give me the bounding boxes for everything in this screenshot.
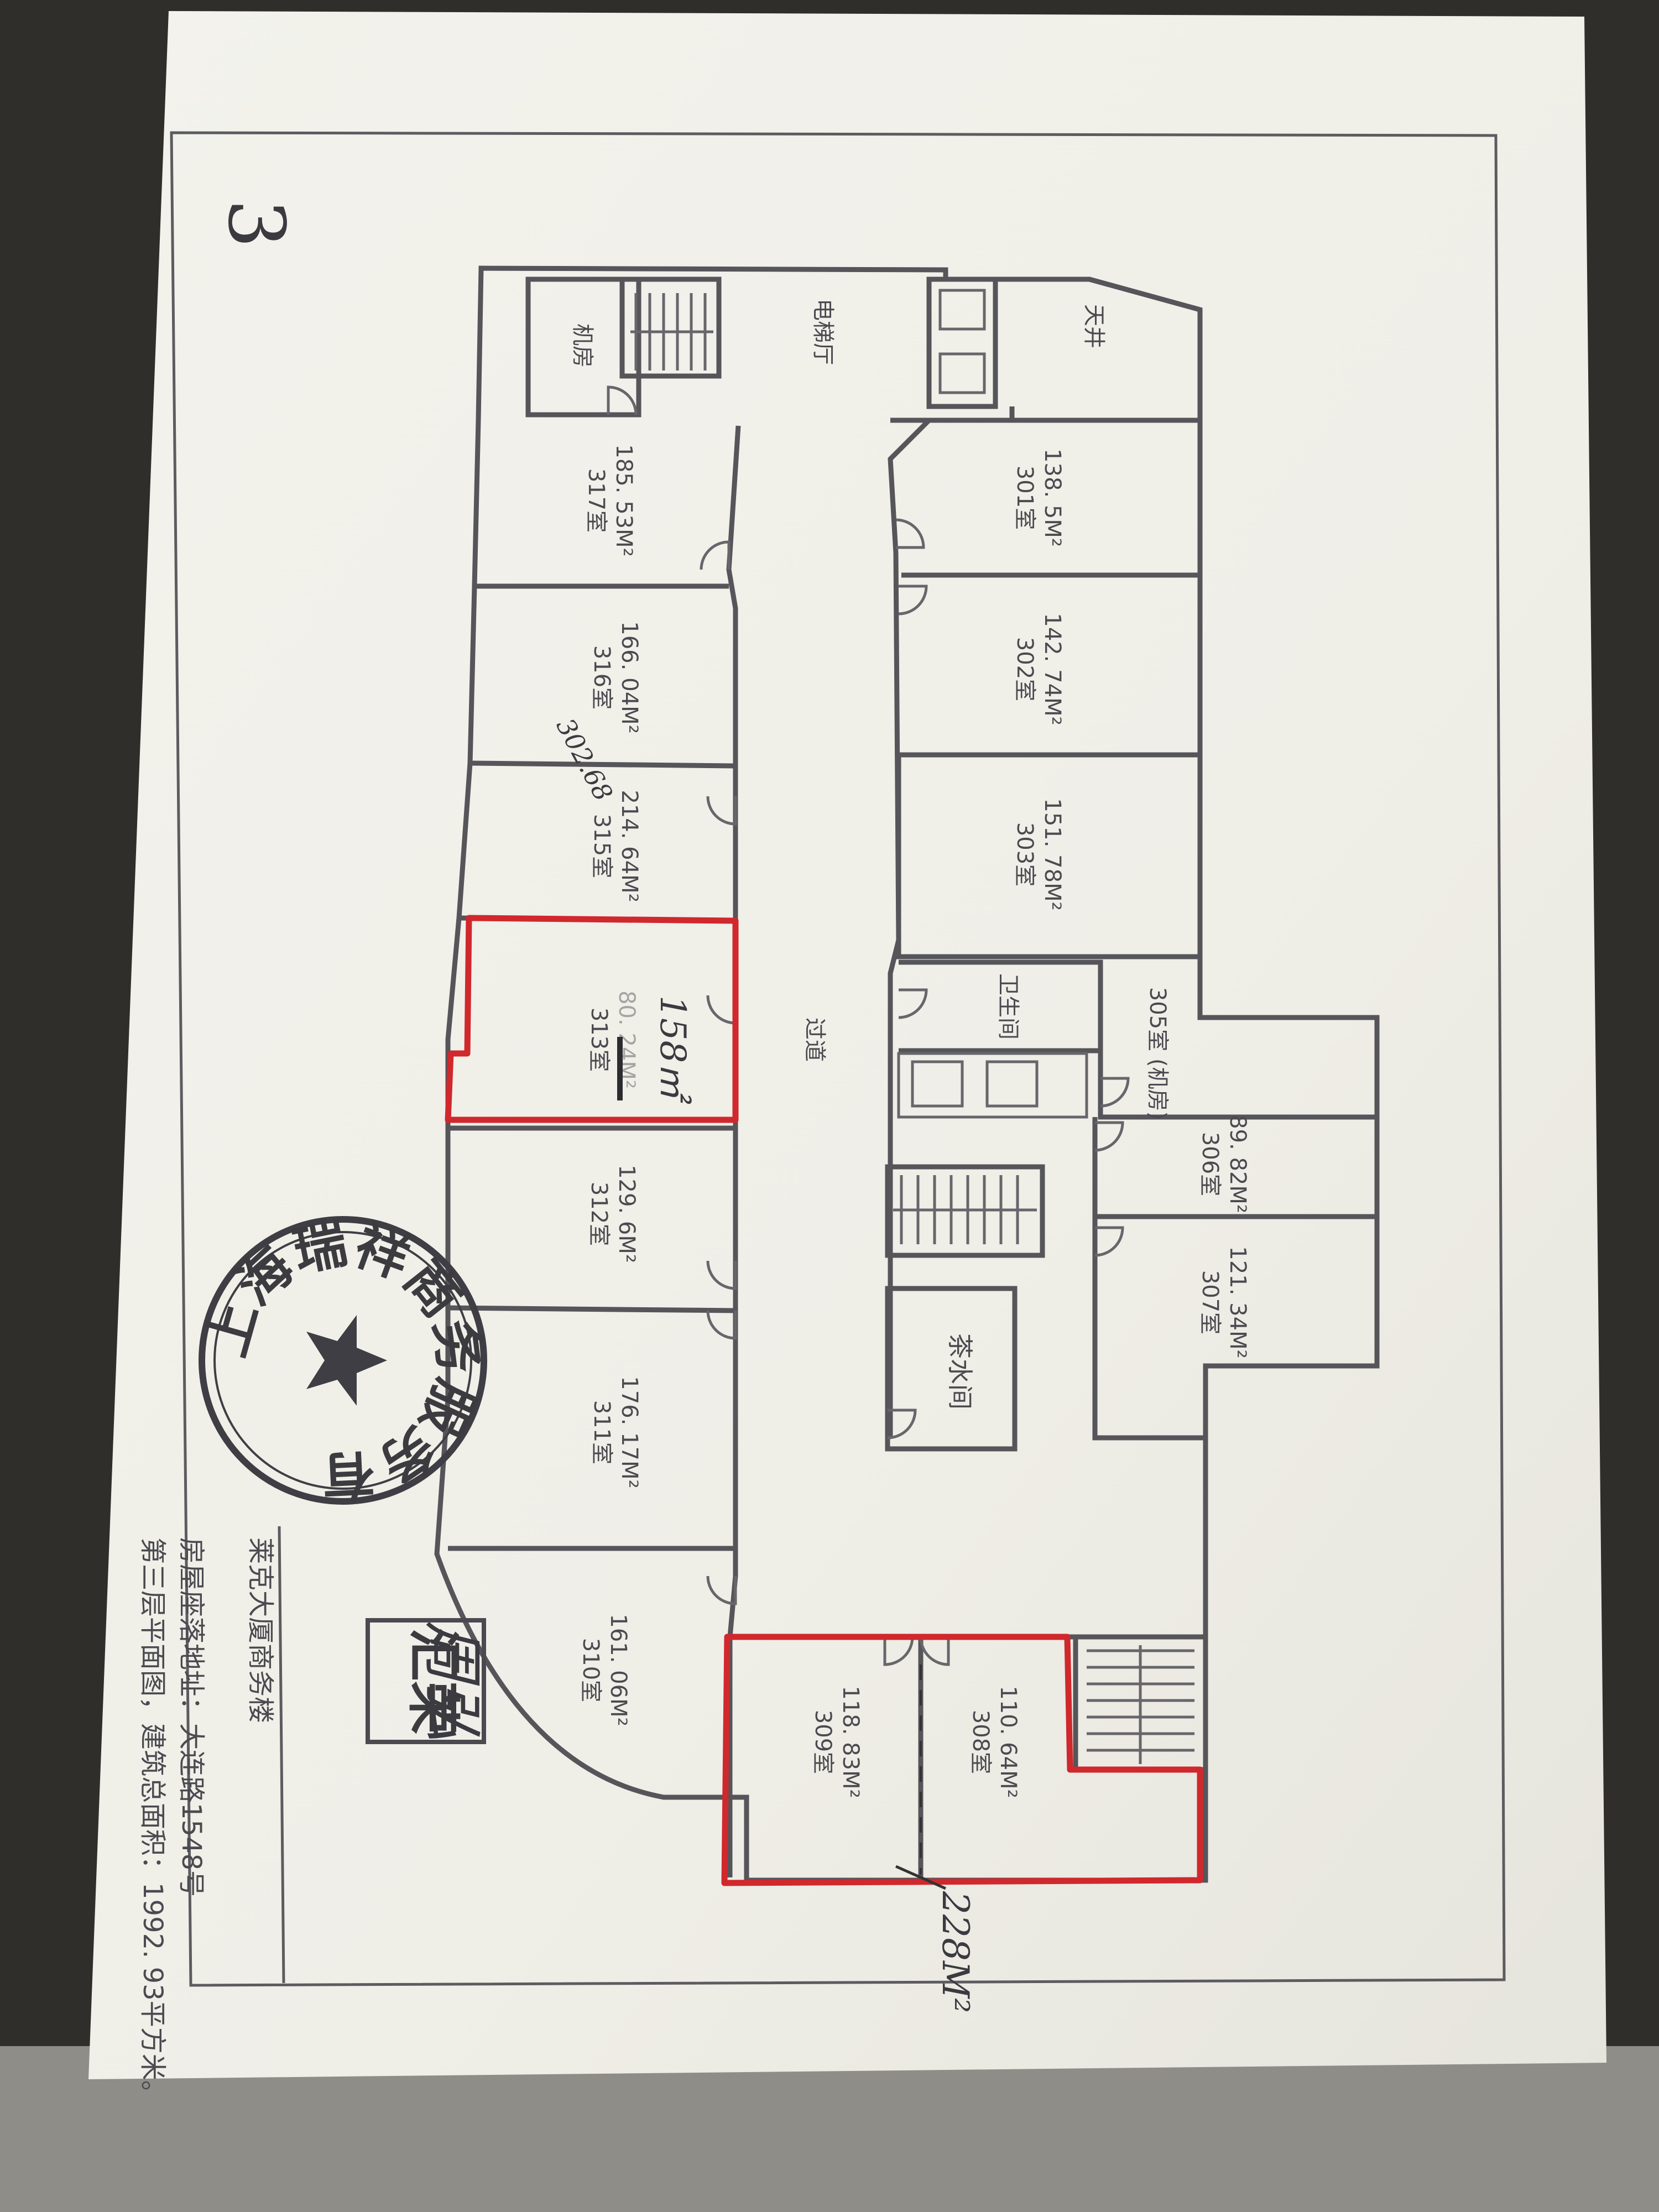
area-301: 138. 5M² <box>1040 448 1065 547</box>
area-308: 110. 64M² <box>995 1686 1021 1798</box>
area-315: 214. 64M² <box>617 790 642 902</box>
machine-room-door <box>607 385 638 415</box>
tea-room-door <box>887 1408 917 1439</box>
label-restroom: 卫生间 <box>995 973 1021 1040</box>
door-restroom <box>898 988 928 1019</box>
area-310: 161. 06M² <box>606 1614 631 1726</box>
paper-sheet <box>88 11 1606 2079</box>
wall-316-315 <box>469 760 736 769</box>
door-308 <box>919 1636 950 1666</box>
name-308: 308室 <box>968 1710 993 1774</box>
wall-307-west <box>1092 1117 1206 1441</box>
se-stair-box <box>1073 1634 1208 1772</box>
tea-room-box <box>885 1286 1018 1452</box>
elevator-bank-car-1 <box>911 1060 964 1108</box>
elevator-shaft <box>926 276 998 409</box>
name-315: 315室 <box>589 814 614 878</box>
info-line1: 莱克大厦商务楼 <box>245 1537 276 1723</box>
door-311 <box>706 1310 737 1340</box>
dimension-tick <box>895 1865 947 1890</box>
door-301 <box>895 518 925 549</box>
center-stairs <box>893 1175 1037 1244</box>
seal-star-icon <box>306 1315 387 1406</box>
sheet-frame <box>170 131 1506 1987</box>
stamp-text: 汇荣 <box>402 1628 464 1734</box>
label-corridor: 过道 <box>802 1018 827 1062</box>
door-310 <box>706 1575 737 1605</box>
nw-stair-box <box>619 276 722 379</box>
door-302 <box>898 585 928 615</box>
nw-stairs <box>630 293 713 371</box>
door-315 <box>706 796 737 826</box>
label-tianjing: 天井 <box>1081 304 1107 348</box>
corridor-east-wall <box>888 418 931 1438</box>
name-306: 306室 <box>1197 1132 1223 1196</box>
square-stamp: 汇荣 <box>366 1618 486 1744</box>
page-marker: 3 <box>211 199 301 248</box>
elevator-car-1 <box>938 289 986 331</box>
title-block-divider <box>278 1526 285 1984</box>
door-317 <box>700 540 731 570</box>
company-seal: 上海瑞祥商务服务有限公司 <box>195 1212 491 1507</box>
door-306 <box>1094 1121 1124 1152</box>
se-stairs <box>1087 1645 1194 1764</box>
door-312 <box>706 1260 737 1290</box>
door-309 <box>883 1636 914 1666</box>
name-316: 316室 <box>589 645 614 709</box>
name-313: 313室 <box>586 1008 612 1072</box>
area-317: 185. 53M² <box>611 444 637 556</box>
room-303-box <box>896 752 1203 959</box>
name-312: 312室 <box>586 1182 612 1246</box>
red-outline-308-309 <box>721 1634 1203 1886</box>
info-line2: 房屋座落地址：大连路1548号 <box>176 1537 207 1897</box>
elevator-bank <box>897 1052 1088 1119</box>
machine-room <box>525 276 641 418</box>
name-307: 307室 <box>1197 1270 1223 1334</box>
title-block: 莱克大厦商务楼 房屋座落地址：大连路1548号 第三层平面图，建筑总面积：199… <box>137 1537 276 2107</box>
door-307 <box>1094 1226 1124 1257</box>
name-310: 310室 <box>578 1638 603 1702</box>
area-306: 89. 82M² <box>1225 1115 1250 1213</box>
center-stair-box <box>885 1164 1045 1258</box>
handwritten-combined-area: 228M² <box>934 1891 977 2013</box>
area-307: 121. 34M² <box>1225 1246 1250 1358</box>
area-316: 166. 04M² <box>617 621 642 733</box>
elevator-bank-car-2 <box>985 1060 1039 1108</box>
area-302: 142. 74M² <box>1040 613 1065 725</box>
red-outline-313 <box>445 915 739 1123</box>
red-markup <box>445 915 1203 1890</box>
area-311: 176. 17M² <box>617 1376 642 1488</box>
label-tea-room: 茶水间 <box>945 1333 975 1410</box>
name-301: 301室 <box>1012 466 1037 530</box>
label-305: 305室 (机房) <box>1145 987 1170 1120</box>
handwritten-signature: 周弘 <box>417 1620 488 1742</box>
room-labels: 机房 天井 电梯厅 过道 卫生间 茶水间 305室 (机房) 138. 5M² … <box>570 299 1250 1798</box>
name-302: 302室 <box>1012 637 1037 701</box>
area-312: 129. 6M² <box>614 1165 639 1263</box>
label-elevator-hall: 电梯厅 <box>810 299 836 365</box>
label-jifang: 机房 <box>570 324 595 368</box>
name-317: 317室 <box>583 468 609 533</box>
wall-312-311 <box>447 1305 736 1313</box>
name-311: 311室 <box>589 1400 614 1464</box>
name-303: 303室 <box>1012 822 1037 886</box>
handwritten-313-area: 158㎡ <box>652 995 693 1104</box>
info-line3: 第三层平面图，建筑总面积：1992. 93平方米。 <box>137 1537 168 2107</box>
building-outline <box>434 265 1380 1883</box>
area-303: 151. 78M² <box>1040 798 1065 910</box>
elevator-car-2 <box>938 352 986 394</box>
wall-305-306 <box>1098 962 1377 1120</box>
area-309: 118. 83M² <box>838 1686 863 1798</box>
name-309: 309室 <box>810 1710 836 1774</box>
door-305 <box>1100 1077 1130 1108</box>
